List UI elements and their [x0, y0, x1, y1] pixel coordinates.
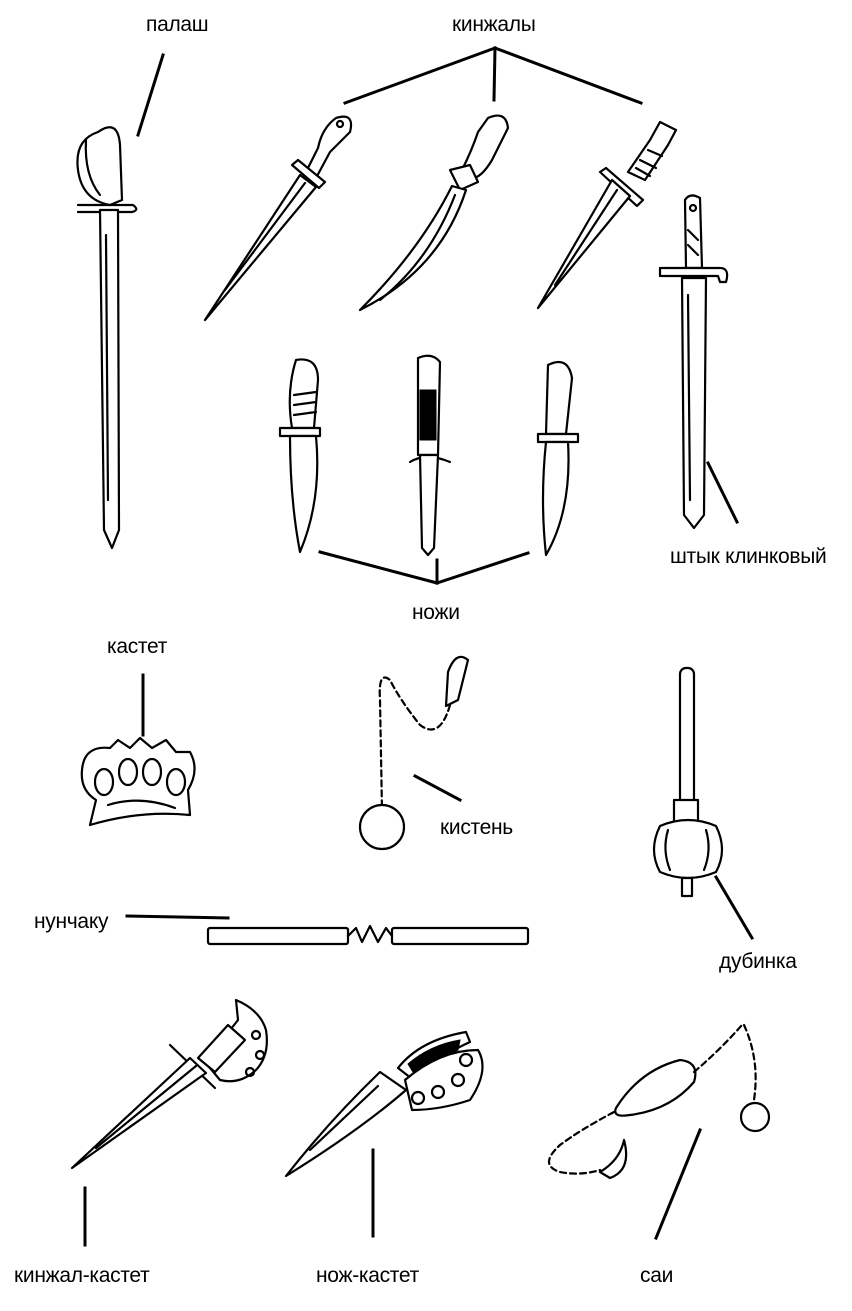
leader-sai: [654, 1128, 702, 1240]
nozh-2: [408, 354, 452, 557]
nozh-3: [536, 360, 580, 557]
leader-nozhi-left: [318, 550, 439, 585]
shtyk-bayonet: [658, 194, 729, 530]
label-shtyk: штык клинковый: [670, 545, 827, 568]
leader-nozhi-right: [435, 551, 530, 585]
leader-lines: [83, 46, 755, 1247]
leader-palash: [136, 53, 165, 137]
sai: [547, 1023, 771, 1180]
nunchaku: [206, 924, 530, 946]
kinzhal-2: [358, 114, 510, 312]
leader-shtyk: [705, 460, 740, 525]
label-palash: палаш: [146, 13, 209, 36]
label-kastet: кастет: [107, 635, 168, 658]
label-dubinka: дубинка: [719, 950, 797, 973]
leader-nunchaku: [125, 914, 230, 920]
label-nozhi: ножи: [412, 601, 460, 624]
leader-kinzhaly-mid: [492, 46, 497, 102]
leader-kinzhaly-right: [493, 46, 643, 105]
kisten-flail: [358, 655, 470, 851]
label-nozh-kastet: нож-кастет: [316, 1264, 419, 1287]
nozh-kastet-knuckle-knife: [284, 1030, 484, 1178]
leader-dubinka: [713, 874, 755, 941]
leader-kisten: [412, 773, 463, 803]
label-sai: саи: [640, 1264, 674, 1287]
kinzhal-kastet-trench-knife: [70, 998, 268, 1170]
kinzhal-1: [203, 115, 353, 322]
leader-kinzhaly-left: [343, 46, 497, 105]
palash-broadsword: [76, 126, 138, 550]
kastet-brass-knuckles: [80, 736, 196, 827]
label-kinzhaly: кинжалы: [452, 13, 536, 36]
dubinka-club: [652, 666, 724, 898]
nozh-1: [278, 358, 322, 554]
label-nunchaku: нунчаку: [34, 910, 109, 933]
kinzhal-3: [536, 120, 678, 310]
label-kisten: кистень: [440, 816, 513, 839]
label-kinzhal-kastet: кинжал-кастет: [14, 1264, 150, 1287]
